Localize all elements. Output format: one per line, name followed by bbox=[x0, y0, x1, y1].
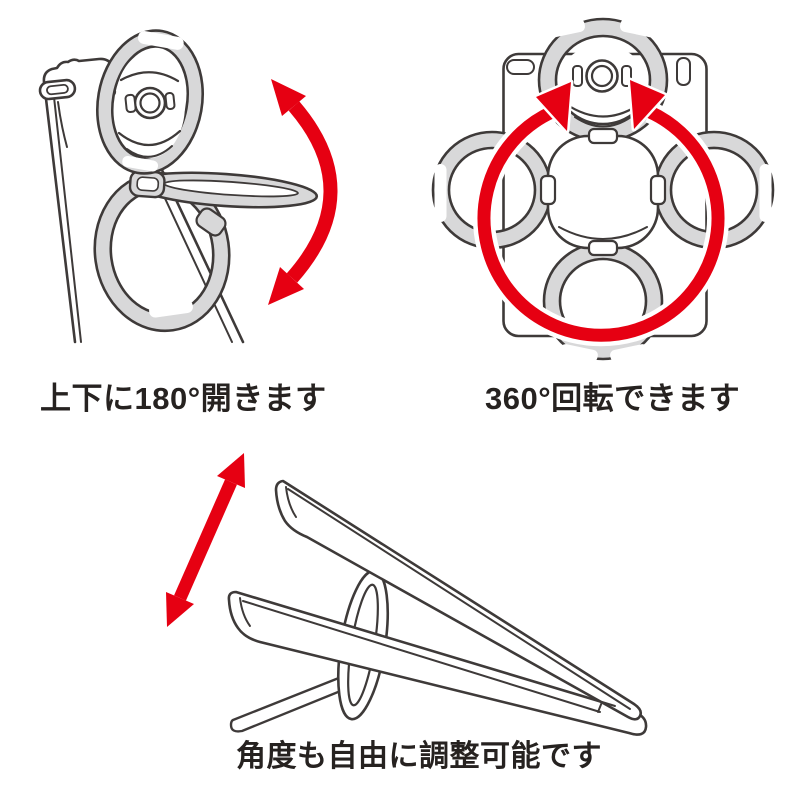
caption-open-updown: 上下に180°開きます bbox=[40, 381, 327, 416]
tablet-stand-angle-adjust-illustration bbox=[166, 453, 648, 736]
swivel-mount bbox=[539, 127, 667, 257]
ring-open-position bbox=[128, 169, 319, 209]
tablet-ring-rotate-360-illustration bbox=[431, 17, 775, 362]
tablet-high-angle bbox=[274, 479, 643, 721]
camera-cutout bbox=[38, 78, 77, 101]
tablet-low-angle bbox=[227, 590, 648, 736]
caption-rotate-360: 360°回転できます bbox=[485, 381, 741, 416]
mount-hub bbox=[115, 52, 185, 158]
tablet-ring-open-updown-illustration bbox=[38, 29, 338, 344]
camera-cutout bbox=[506, 59, 535, 75]
circular-rotation-arrow-icon bbox=[473, 77, 729, 347]
ring-down-position bbox=[93, 171, 231, 333]
curved-updown-arrow-icon bbox=[268, 79, 338, 305]
caption-angle-adjust: 角度も自由に調整可能です bbox=[236, 740, 602, 773]
ring-left-position bbox=[431, 130, 553, 250]
mount-hub bbox=[558, 45, 646, 128]
diagonal-double-arrow-icon bbox=[166, 453, 245, 627]
